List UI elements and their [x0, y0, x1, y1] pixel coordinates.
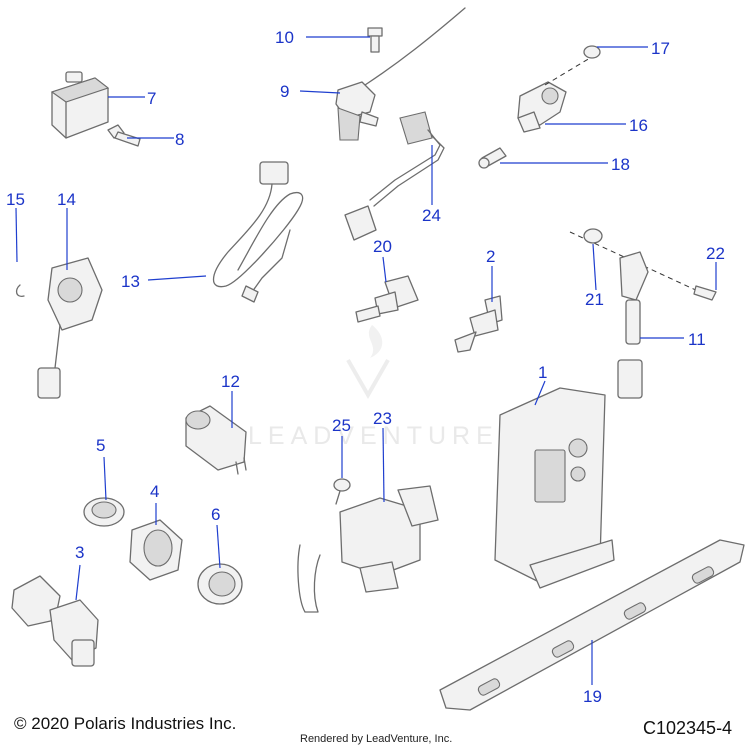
callout-3: 3	[75, 543, 84, 562]
part-8-bolt	[107, 124, 141, 147]
part-25-screw	[333, 478, 351, 505]
part-19-strap	[439, 539, 745, 711]
part-1-ecu	[494, 387, 615, 589]
callout-12: 12	[221, 372, 240, 391]
callout-24: 24	[422, 206, 441, 225]
leader-21	[592, 243, 597, 291]
callout-8: 8	[175, 130, 184, 149]
part-7-sensor	[50, 71, 110, 139]
leader-5	[103, 456, 107, 501]
callout-20: 20	[373, 237, 392, 256]
part-6-nut	[197, 563, 243, 605]
callout-18: 18	[611, 155, 630, 174]
part-14-actuator	[37, 257, 103, 399]
leader-20	[382, 256, 387, 283]
part-20-temp-sensor	[355, 275, 419, 323]
leader-3	[75, 564, 81, 601]
part-9-crank-sensor	[335, 7, 466, 141]
callout-labels: 1 2 3 4 5 6 7 8 9 10 11 12 13 14 15 16 1…	[6, 28, 725, 706]
leader-1	[534, 380, 546, 406]
part-5-clamp	[83, 497, 125, 527]
part-10-bolt	[367, 27, 383, 53]
callout-22: 22	[706, 244, 725, 263]
callout-6: 6	[211, 505, 220, 524]
callout-11: 11	[688, 330, 706, 349]
part-22-bolt	[693, 285, 717, 301]
part-12-relay	[185, 405, 247, 475]
part-24-sensor-harness	[344, 111, 445, 241]
part-4-connector	[129, 519, 183, 581]
diagram-id: C102345-4	[643, 718, 733, 738]
callout-9: 9	[280, 82, 289, 101]
callout-13: 13	[121, 272, 140, 291]
leader-15	[15, 207, 18, 263]
callout-2: 2	[486, 247, 495, 266]
part-17-oring	[583, 45, 601, 59]
callout-10: 10	[275, 28, 294, 47]
part-23-valve	[297, 485, 439, 613]
callout-4: 4	[150, 482, 159, 501]
part-15-clip	[15, 284, 25, 297]
callout-21: 21	[585, 290, 604, 309]
callout-17: 17	[651, 39, 670, 58]
part-13-wire-loop	[212, 161, 304, 303]
callout-19: 19	[583, 687, 602, 706]
callout-15: 15	[6, 190, 25, 209]
watermark: LEADVENTURE	[248, 325, 499, 450]
part-18-bolt	[478, 147, 507, 169]
part-3-sensor	[11, 575, 99, 667]
part-2-sensor	[454, 295, 503, 353]
callout-7: 7	[147, 89, 156, 108]
part-16-sensor	[517, 81, 567, 133]
watermark-logo-icon	[346, 325, 390, 400]
callout-16: 16	[629, 116, 648, 135]
leader-13	[147, 275, 207, 281]
callout-14: 14	[57, 190, 76, 209]
callout-1: 1	[538, 363, 547, 382]
copyright-notice: © 2020 Polaris Industries Inc.	[14, 714, 237, 733]
leader-lines	[15, 36, 717, 685]
leader-9	[299, 90, 341, 94]
part-17-guide-line	[544, 54, 596, 86]
callout-25: 25	[332, 416, 351, 435]
callout-23: 23	[373, 409, 392, 428]
rendered-by-credit: Rendered by LeadVenture, Inc.	[300, 733, 453, 745]
leader-6	[216, 524, 221, 569]
leader-23	[382, 427, 385, 503]
callout-5: 5	[96, 436, 105, 455]
part-11-sensor-harness	[617, 251, 649, 399]
part-11-guide-line	[569, 231, 701, 293]
part-21-oring	[583, 228, 603, 244]
watermark-text: LEADVENTURE	[248, 422, 499, 450]
